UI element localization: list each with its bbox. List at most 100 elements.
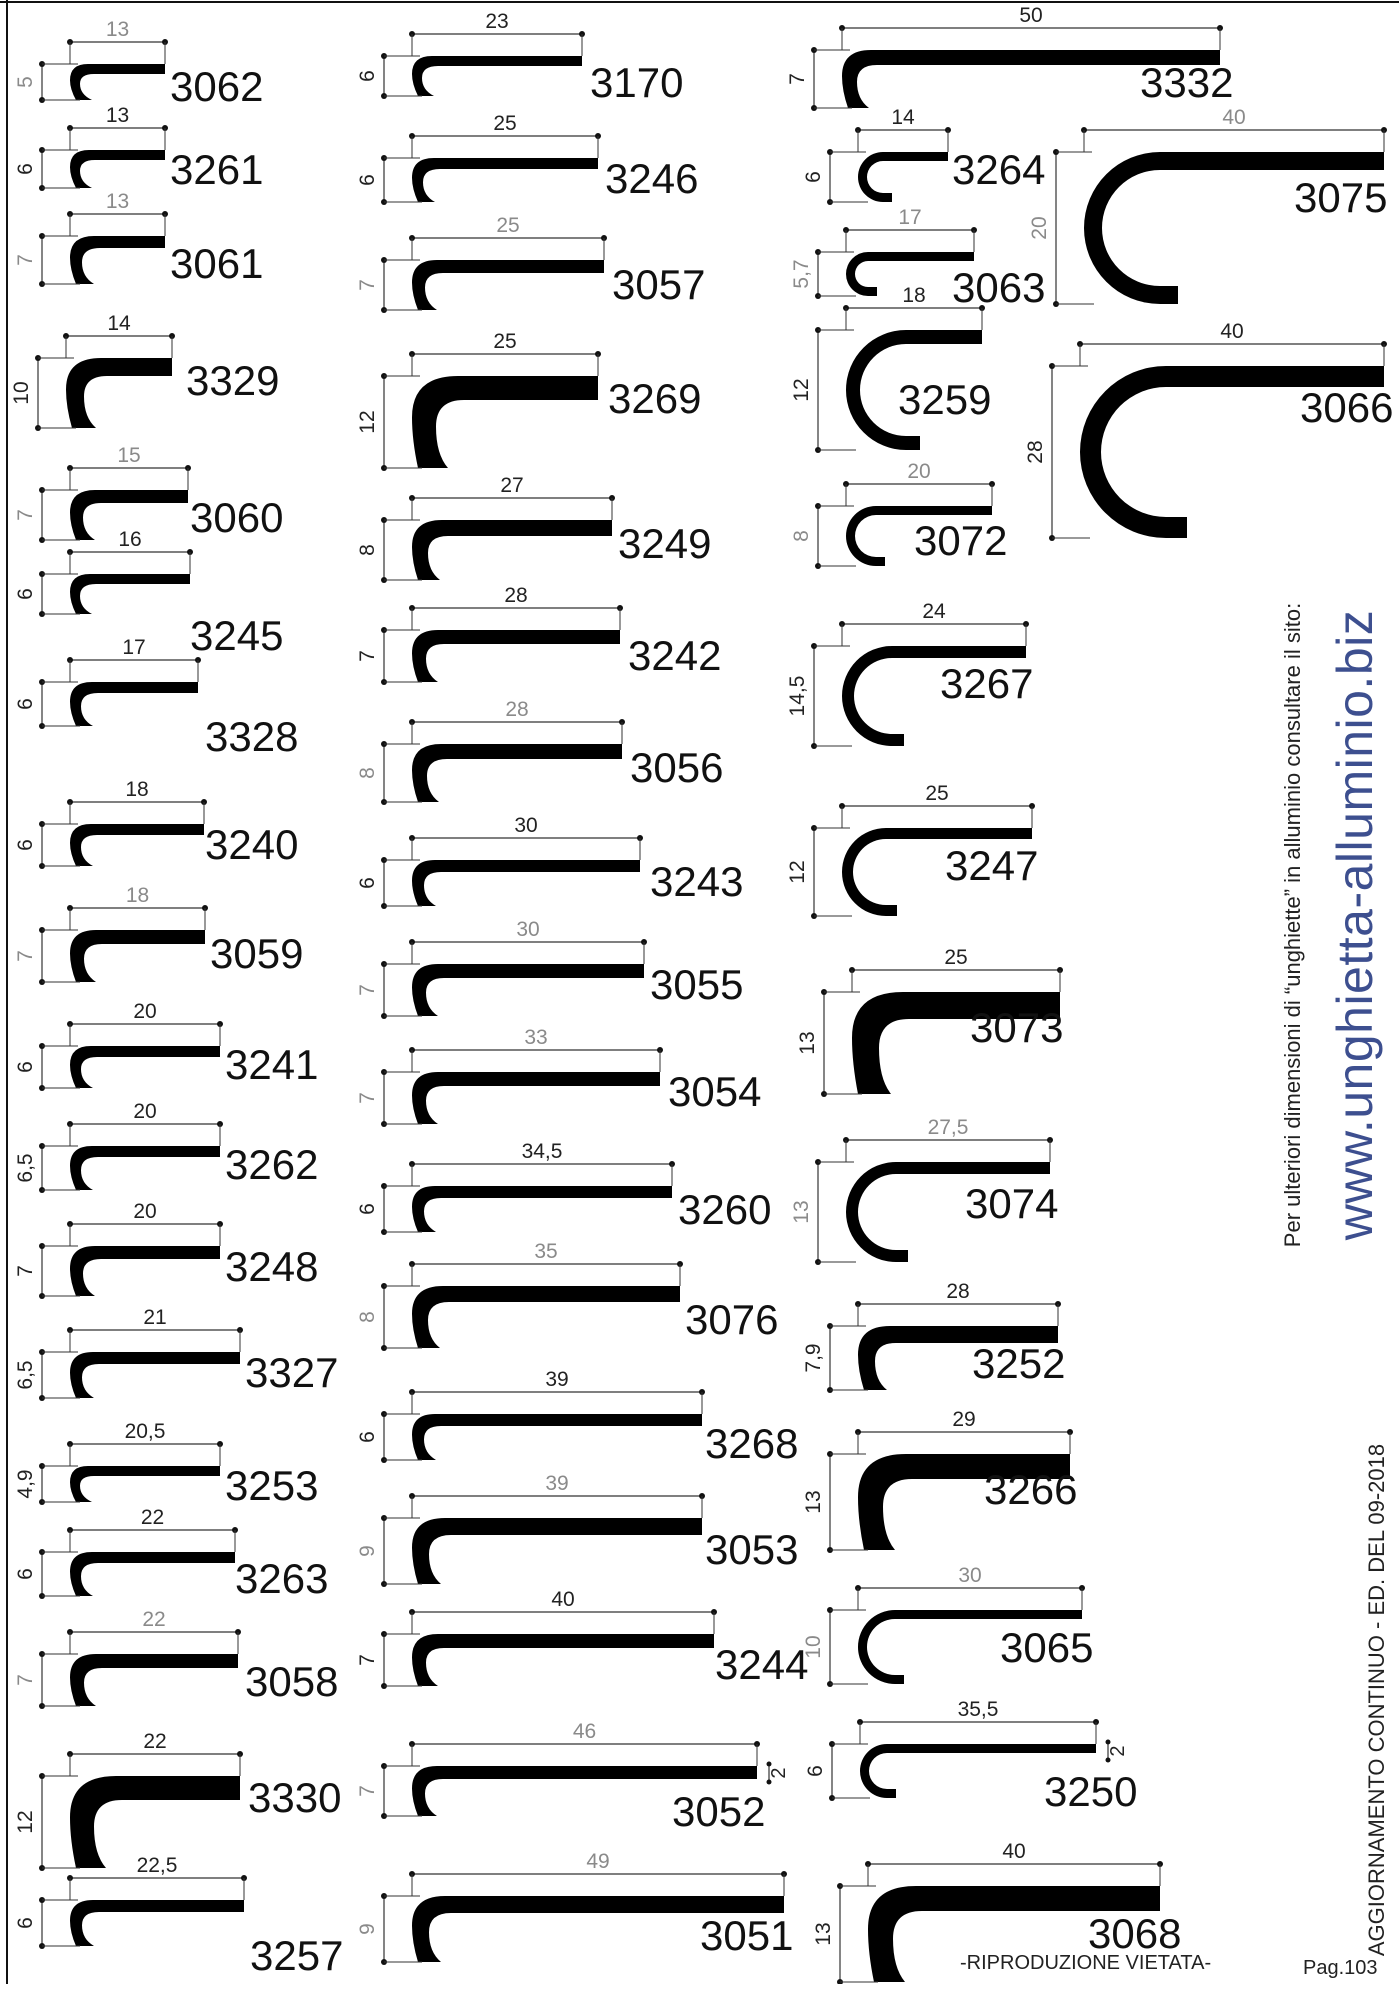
height-label: 12 — [356, 410, 379, 433]
height-label: 6 — [14, 1568, 37, 1580]
width-label: 40 — [1002, 1840, 1025, 1863]
profile-code: 3328 — [205, 713, 298, 760]
profile-code: 3241 — [225, 1041, 318, 1088]
profile-code: 3330 — [248, 1774, 341, 1821]
width-label: 35 — [534, 1240, 557, 1263]
profile-code: 3072 — [914, 517, 1007, 564]
width-label: 25 — [925, 782, 948, 805]
profile-shape — [860, 1744, 1096, 1798]
profile-shape — [412, 1896, 784, 1962]
profile-shape — [842, 828, 1032, 916]
width-label: 40 — [1222, 106, 1245, 129]
height-label: 8 — [356, 1311, 379, 1323]
profile-shape — [842, 50, 1220, 108]
width-label: 40 — [551, 1588, 574, 1611]
width-label: 28 — [504, 584, 527, 607]
height-label: 10 — [802, 1635, 825, 1658]
height-label: 9 — [356, 1923, 379, 1935]
height-label: 6,5 — [14, 1360, 37, 1389]
website-url[interactable]: www.unghietta-alluminio.biz — [1327, 609, 1383, 1241]
height-label: 7 — [14, 1674, 37, 1686]
profile-3065: 30 10 3065 — [802, 1564, 1093, 1687]
height-label: 12 — [14, 1810, 37, 1833]
width-label: 40 — [1220, 320, 1243, 343]
dimension-dot — [1105, 1757, 1111, 1763]
width-label: 22 — [143, 1730, 166, 1753]
profile-code: 3066 — [1300, 384, 1393, 431]
profile-shape — [858, 1326, 1058, 1390]
width-label: 29 — [952, 1408, 975, 1431]
height-label: 7 — [356, 1092, 379, 1104]
profile-code: 3262 — [225, 1141, 318, 1188]
profile-code: 3170 — [590, 59, 683, 106]
height-label: 20 — [1028, 216, 1051, 239]
height-label: 5 — [14, 76, 37, 88]
width-label: 34,5 — [522, 1140, 563, 1163]
profile-code: 3327 — [245, 1349, 338, 1396]
height-label: 13 — [796, 1031, 819, 1054]
profile-3066: 40 28 3066 — [1024, 320, 1393, 541]
dimension-dot — [1105, 1739, 1111, 1745]
height-label: 10 — [10, 381, 33, 404]
profile-code: 3247 — [945, 842, 1038, 889]
profile-code: 3332 — [1140, 59, 1233, 106]
profile-shape — [412, 1286, 680, 1348]
profile-shape — [412, 1072, 660, 1124]
profile-shape — [412, 56, 582, 96]
profile-code: 3059 — [210, 930, 303, 977]
dimension-dot — [766, 1779, 772, 1785]
width-label: 20 — [133, 1000, 156, 1023]
width-label: 35,5 — [958, 1698, 999, 1721]
profile-code: 3063 — [952, 264, 1045, 311]
height-label: 28 — [1024, 440, 1047, 463]
width-label: 30 — [516, 918, 539, 941]
width-label: 25 — [493, 330, 516, 353]
width-label: 24 — [922, 600, 946, 623]
profile-shape — [412, 964, 644, 1016]
profile-code: 3245 — [190, 612, 283, 659]
width-label: 21 — [143, 1306, 166, 1329]
profile-code: 3240 — [205, 821, 298, 868]
profile-code: 3249 — [618, 520, 711, 567]
profile-shape — [868, 1886, 1160, 1982]
profile-code: 3253 — [225, 1462, 318, 1509]
width-label: 18 — [126, 884, 149, 907]
profile-code: 3242 — [628, 632, 721, 679]
profile-shape — [858, 152, 948, 202]
profile-shape — [70, 1900, 244, 1946]
profile-shape — [412, 1414, 702, 1460]
profile-shape — [70, 1246, 220, 1296]
height-label: 6 — [14, 698, 37, 710]
width-label: 17 — [122, 636, 145, 659]
width-label: 30 — [958, 1564, 981, 1587]
profile-code: 3243 — [650, 858, 743, 905]
thickness-label: 2 — [1107, 1745, 1129, 1756]
profile-code: 3259 — [898, 376, 991, 423]
profile-code: 3076 — [685, 1296, 778, 1343]
profile-code: 3057 — [612, 261, 705, 308]
profile-code: 3065 — [1000, 1624, 1093, 1671]
profile-shape — [852, 992, 1060, 1094]
profile-code: 3058 — [245, 1658, 338, 1705]
width-label: 25 — [944, 946, 967, 969]
profile-code: 3268 — [705, 1420, 798, 1467]
profile-shape — [846, 506, 992, 566]
height-label: 7 — [356, 984, 379, 996]
width-label: 20 — [133, 1200, 156, 1223]
width-label: 30 — [514, 814, 537, 837]
width-label: 28 — [505, 698, 528, 721]
height-label: 14,5 — [786, 676, 809, 717]
side-note: Per ulteriori dimensioni di “unghiette” … — [1280, 602, 1305, 1248]
height-label: 6 — [804, 1765, 827, 1777]
